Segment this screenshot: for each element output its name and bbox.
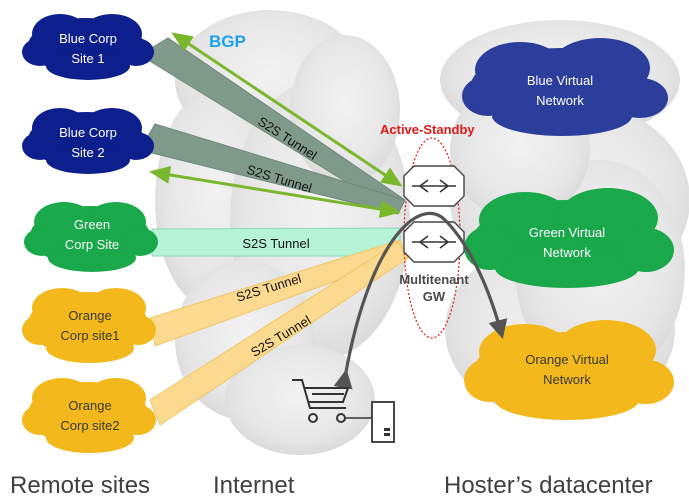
- shopping-cart-icon: [292, 379, 350, 423]
- green-virtual-network-label-line2: Network: [543, 245, 591, 260]
- gateway-label-line2: GW: [423, 289, 446, 304]
- blue-corp-site-1-label-line2: Site 1: [71, 51, 104, 66]
- green-virtual-network-label-line1: Green Virtual: [529, 225, 605, 240]
- orange-corp-site-2-cloud: [22, 378, 156, 453]
- blue-corp-site-2-label-line1: Blue Corp: [59, 125, 117, 140]
- bgp-arrow-site-2: [149, 166, 401, 218]
- tunnel-orange-site-2: [149, 241, 409, 426]
- orange-corp-site-2-label-line2: Corp site2: [60, 418, 119, 433]
- blue-corp-site-2-label-line2: Site 2: [71, 145, 104, 160]
- gateway-router-standby-icon: [403, 221, 465, 263]
- orange-corp-site-2-label-line1: Orange: [68, 398, 111, 413]
- server-icon: [346, 401, 395, 443]
- green-corp-site-cloud: [24, 202, 158, 272]
- green-virtual-network-cloud: [464, 188, 674, 288]
- green-corp-site-label-line2: Corp Site: [65, 237, 119, 252]
- blue-virtual-network-cloud: [462, 38, 668, 136]
- blue-corp-site-1-cloud: [22, 14, 154, 80]
- blue-corp-site-1-label-line1: Blue Corp: [59, 31, 117, 46]
- orange-corp-site-1-cloud: [22, 288, 156, 363]
- gateway-router-icon: [403, 165, 465, 207]
- traffic-flow-arrow: [333, 211, 508, 390]
- bgp-arrow-site-1: [171, 32, 403, 187]
- remote-sites-label: Remote sites: [10, 472, 150, 499]
- orange-corp-site-1-label-line2: Corp site1: [60, 328, 119, 343]
- orange-corp-site-1-label-line1: Orange: [68, 308, 111, 323]
- datacenter-label: Hoster’s datacenter: [444, 472, 653, 499]
- blue-virtual-network-label-line1: Blue Virtual: [527, 73, 593, 88]
- green-corp-site-label-line1: Green: [74, 217, 110, 232]
- tunnel-label-green: S2S Tunnel: [242, 236, 309, 251]
- orange-virtual-network-label-line2: Network: [543, 372, 591, 387]
- blue-virtual-network-label-line2: Network: [536, 93, 584, 108]
- orange-virtual-network-label-line1: Orange Virtual: [525, 352, 609, 367]
- orange-virtual-network-cloud: [464, 320, 674, 420]
- internet-label: Internet: [213, 472, 295, 499]
- active-standby-label: Active-Standby: [380, 122, 475, 137]
- blue-corp-site-2-cloud: [22, 108, 154, 174]
- gateway-label-line1: Multitenant: [399, 272, 469, 287]
- bgp-label: BGP: [209, 32, 246, 51]
